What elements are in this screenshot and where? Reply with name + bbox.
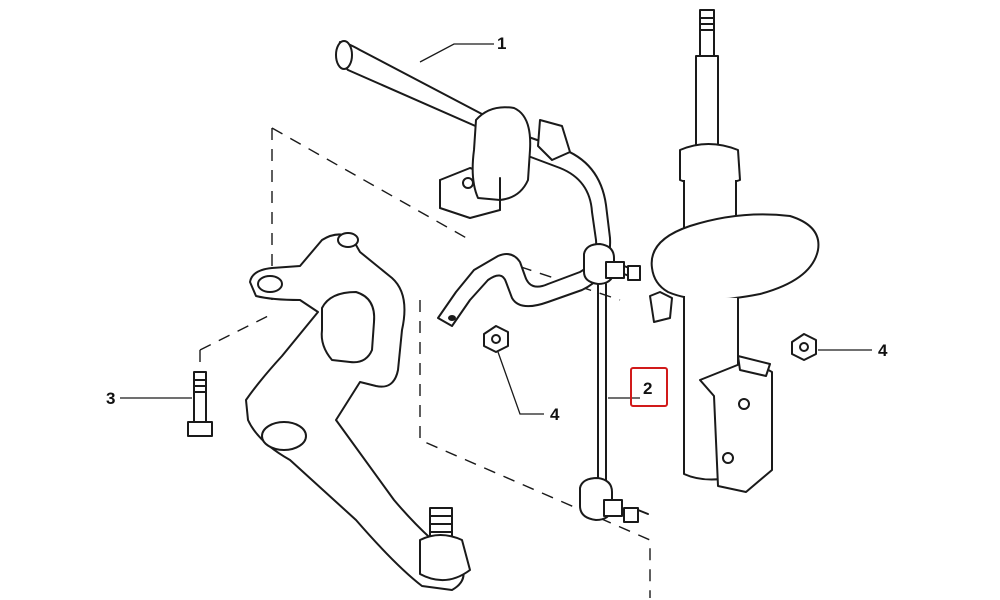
stabilizer-link: [579, 243, 649, 523]
bolt: [187, 371, 213, 437]
bar-bushing-bracket: [439, 106, 571, 219]
nut-left: [483, 325, 509, 353]
callout-3-label: 3: [106, 389, 115, 408]
leader-lines: [120, 43, 872, 415]
nut-right: [791, 333, 817, 361]
assembly-guide-lines: [199, 127, 651, 598]
callout-4-label-left: 4: [550, 405, 560, 424]
callout-2-label: 2: [643, 379, 652, 398]
callout-2-highlight-box: [630, 367, 668, 407]
shock-absorber-strut: [649, 9, 820, 493]
callout-1-label: 1: [497, 34, 506, 53]
callout-4-label-right: 4: [878, 341, 888, 360]
stabilizer-bar: [335, 40, 612, 327]
lower-control-arm: [245, 232, 471, 591]
